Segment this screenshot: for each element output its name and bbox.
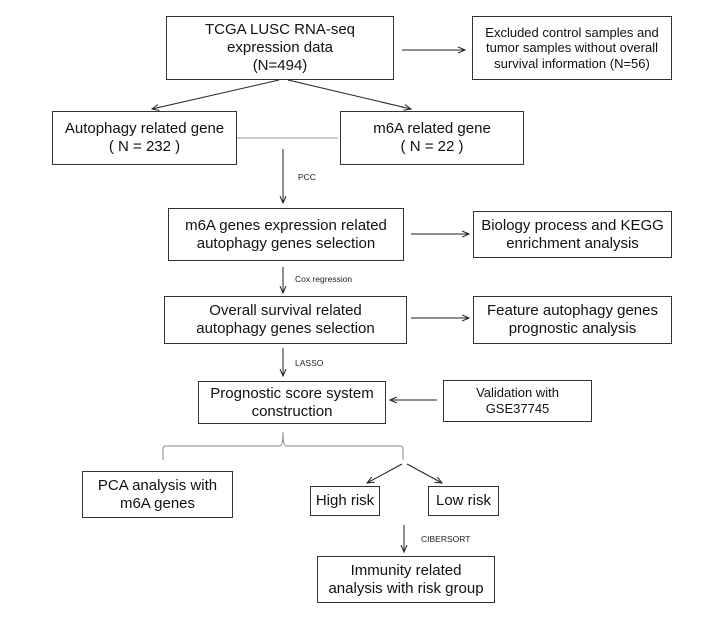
prognostic-box: Prognostic score system construction xyxy=(198,381,386,424)
m6a-line2: ( N = 22 ) xyxy=(400,138,464,155)
autophagy-line2: ( N = 232 ) xyxy=(108,138,181,155)
immunity-box: Immunity related analysis with risk grou… xyxy=(317,556,495,603)
autophagy-line1: Autophagy related gene xyxy=(64,120,225,137)
arrow-high-risk xyxy=(367,463,403,483)
pca-box: PCA analysis with m6A genes xyxy=(82,471,233,518)
pcc-label: PCC xyxy=(298,172,316,182)
high-risk-box: High risk xyxy=(310,486,380,516)
survival-box: Overall survival related autophagy genes… xyxy=(164,296,407,344)
feature-line2: prognostic analysis xyxy=(508,320,637,337)
immunity-line2: analysis with risk group xyxy=(328,579,484,597)
prognostic-line1: Prognostic score system xyxy=(210,384,374,402)
feature-line1: Feature autophagy genes xyxy=(487,302,658,319)
m6a-gene-box: m6A related gene ( N = 22 ) xyxy=(340,111,524,165)
cibersort-label: CIBERSORT xyxy=(421,534,471,544)
validation-box: Validation with GSE37745 xyxy=(443,380,592,422)
arrow-tcga-autophagy xyxy=(152,79,280,109)
tcga-data-box: TCGA LUSC RNA-seq expression data (N=494… xyxy=(166,16,394,80)
immunity-line1: Immunity related xyxy=(350,561,462,579)
excluded-line2: tumor samples without overall xyxy=(486,40,658,56)
pca-line2: m6A genes xyxy=(119,494,196,512)
low-risk-label: Low risk xyxy=(435,492,491,509)
high-risk-label: High risk xyxy=(315,492,375,509)
feature-box: Feature autophagy genes prognostic analy… xyxy=(473,296,672,344)
brace xyxy=(162,431,404,460)
cox-regression-label: Cox regression xyxy=(295,274,353,284)
biology-line1: Biology process and KEGG xyxy=(481,216,664,234)
arrow-tcga-m6a xyxy=(287,79,411,109)
pca-line1: PCA analysis with xyxy=(97,476,218,494)
selection-line2: autophagy genes selection xyxy=(196,234,376,252)
tcga-line3: (N=494) xyxy=(252,57,308,74)
selection-line1: m6A genes expression related xyxy=(185,216,387,234)
excluded-line1: Excluded control samples and xyxy=(485,24,659,40)
biology-kegg-box: Biology process and KEGG enrichment anal… xyxy=(473,211,672,258)
prognostic-line2: construction xyxy=(251,402,333,420)
excluded-line3: survival information (N=56) xyxy=(494,55,650,71)
lasso-label: LASSO xyxy=(295,358,324,368)
excluded-box: Excluded control samples and tumor sampl… xyxy=(472,16,672,80)
low-risk-box: Low risk xyxy=(428,486,499,516)
autophagy-gene-box: Autophagy related gene ( N = 232 ) xyxy=(52,111,237,165)
validation-line2: GSE37745 xyxy=(485,401,550,416)
tcga-line2: expression data xyxy=(227,39,333,56)
validation-line1: Validation with xyxy=(476,385,559,401)
biology-line2: enrichment analysis xyxy=(506,234,639,252)
survival-line1: Overall survival related xyxy=(209,302,362,319)
tcga-line1: TCGA LUSC RNA-seq xyxy=(204,21,356,38)
selection-box: m6A genes expression related autophagy g… xyxy=(168,208,404,261)
arrow-low-risk xyxy=(406,463,442,483)
m6a-line1: m6A related gene xyxy=(373,120,491,137)
survival-line2: autophagy genes selection xyxy=(196,320,375,337)
